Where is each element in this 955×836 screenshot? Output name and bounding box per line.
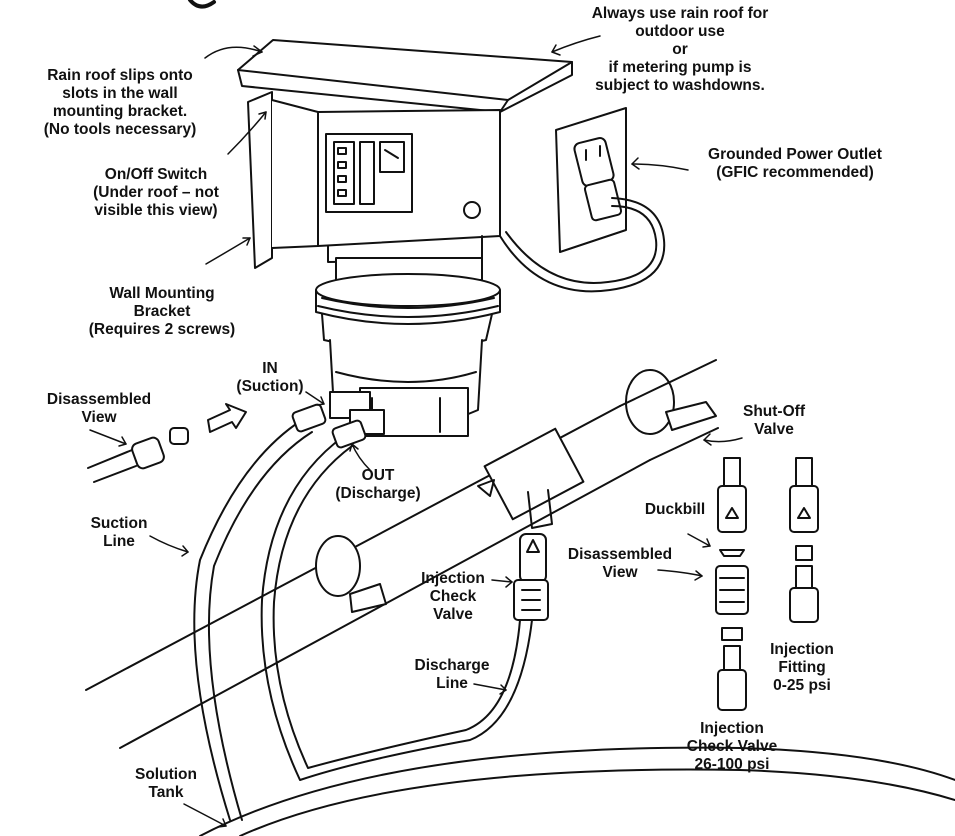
check-valve-psi-label: Injection Check Valve 26-100 psi (686, 720, 778, 773)
liquid-end (329, 339, 483, 437)
metering-pump (237, 39, 573, 437)
onoff-switch-label: On/Off Switch (Under roof – not visible … (93, 166, 219, 219)
injection-fitting-label: Injection Fitting 0-25 psi (770, 641, 834, 694)
discharge-line (260, 419, 533, 781)
plug-icon (583, 178, 623, 222)
injection-check-valve-label: Injection Check Valve (421, 570, 485, 623)
pipe-union-fitting (315, 535, 361, 597)
disassembled-view-left-label: Disassembled View (46, 391, 152, 426)
in-suction-label: IN (Suction) (236, 360, 304, 395)
discharge-line-label: Discharge Line (414, 657, 490, 692)
power-cord (499, 197, 666, 293)
duckbill-label: Duckbill (644, 501, 706, 518)
process-pipe (85, 359, 719, 749)
shut-off-valve-label: Shut-Off Valve (743, 403, 805, 438)
valve-handle (665, 401, 717, 431)
arrow-right-icon (207, 403, 247, 433)
suction-line-label: Suction Line (90, 515, 148, 550)
rain-roof (237, 39, 573, 113)
solution-tank (199, 746, 955, 836)
solution-tank-label: Solution Tank (135, 766, 197, 801)
exploded-check-valve-parts (715, 457, 819, 711)
header-glyph-fragment (188, 0, 216, 9)
arrow-up-icon (526, 539, 540, 553)
pipe-tee (483, 427, 585, 521)
suction-line (193, 403, 327, 821)
rain-roof-note: Rain roof slips onto slots in the wall m… (43, 67, 197, 138)
wall-bracket-label: Wall Mounting Bracket (Requires 2 screws… (88, 285, 236, 338)
outdoor-use-note: Always use rain roof for outdoor use or … (591, 5, 769, 94)
disassembled-fitting-left (87, 403, 247, 483)
pump-collar (315, 257, 501, 351)
injection-check-valve-assembly (513, 533, 549, 621)
shut-off-valve (625, 369, 675, 435)
disassembled-view-right-label: Disassembled View (567, 546, 673, 581)
out-discharge-label: OUT (Discharge) (335, 467, 421, 502)
knob-icon (463, 201, 481, 219)
flow-arrow-icon (477, 479, 495, 497)
callout-arrows (89, 35, 743, 828)
pump-body (271, 99, 501, 263)
grounded-power-outlet (499, 107, 666, 293)
duckbill-icon (719, 549, 745, 557)
power-outlet-label: Grounded Power Outlet (GFIC recommended) (708, 146, 882, 181)
